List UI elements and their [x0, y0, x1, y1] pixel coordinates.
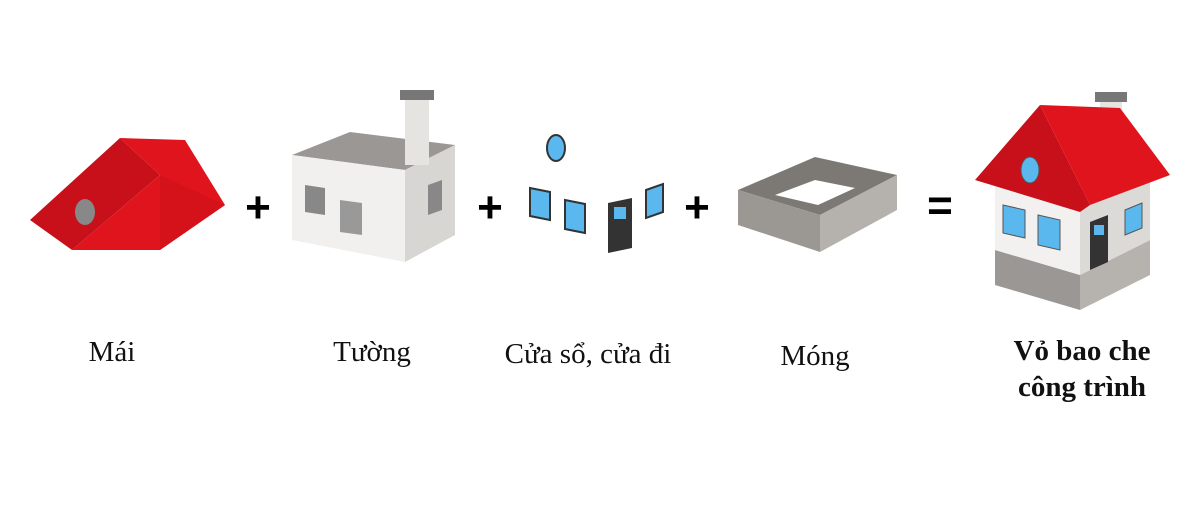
house-illustration	[975, 92, 1170, 310]
label-result-line1: Vỏ bao che	[1013, 335, 1151, 367]
label-foundation: Móng	[780, 340, 850, 372]
label-roof: Mái	[88, 336, 136, 368]
plus-operator: +	[477, 183, 503, 232]
label-openings: Cửa sổ, cửa đi	[504, 338, 672, 370]
foundation-illustration	[738, 157, 897, 252]
openings-illustration	[529, 134, 664, 253]
label-walls: Tường	[333, 336, 411, 368]
plus-operator: +	[684, 183, 710, 232]
walls-illustration	[292, 90, 455, 262]
roof-illustration	[30, 138, 225, 250]
label-result: Vỏ bao che công trình	[1014, 333, 1151, 405]
plus-operator: +	[245, 183, 271, 232]
equals-operator: =	[927, 181, 953, 230]
label-result-line2: công trình	[1017, 371, 1147, 403]
